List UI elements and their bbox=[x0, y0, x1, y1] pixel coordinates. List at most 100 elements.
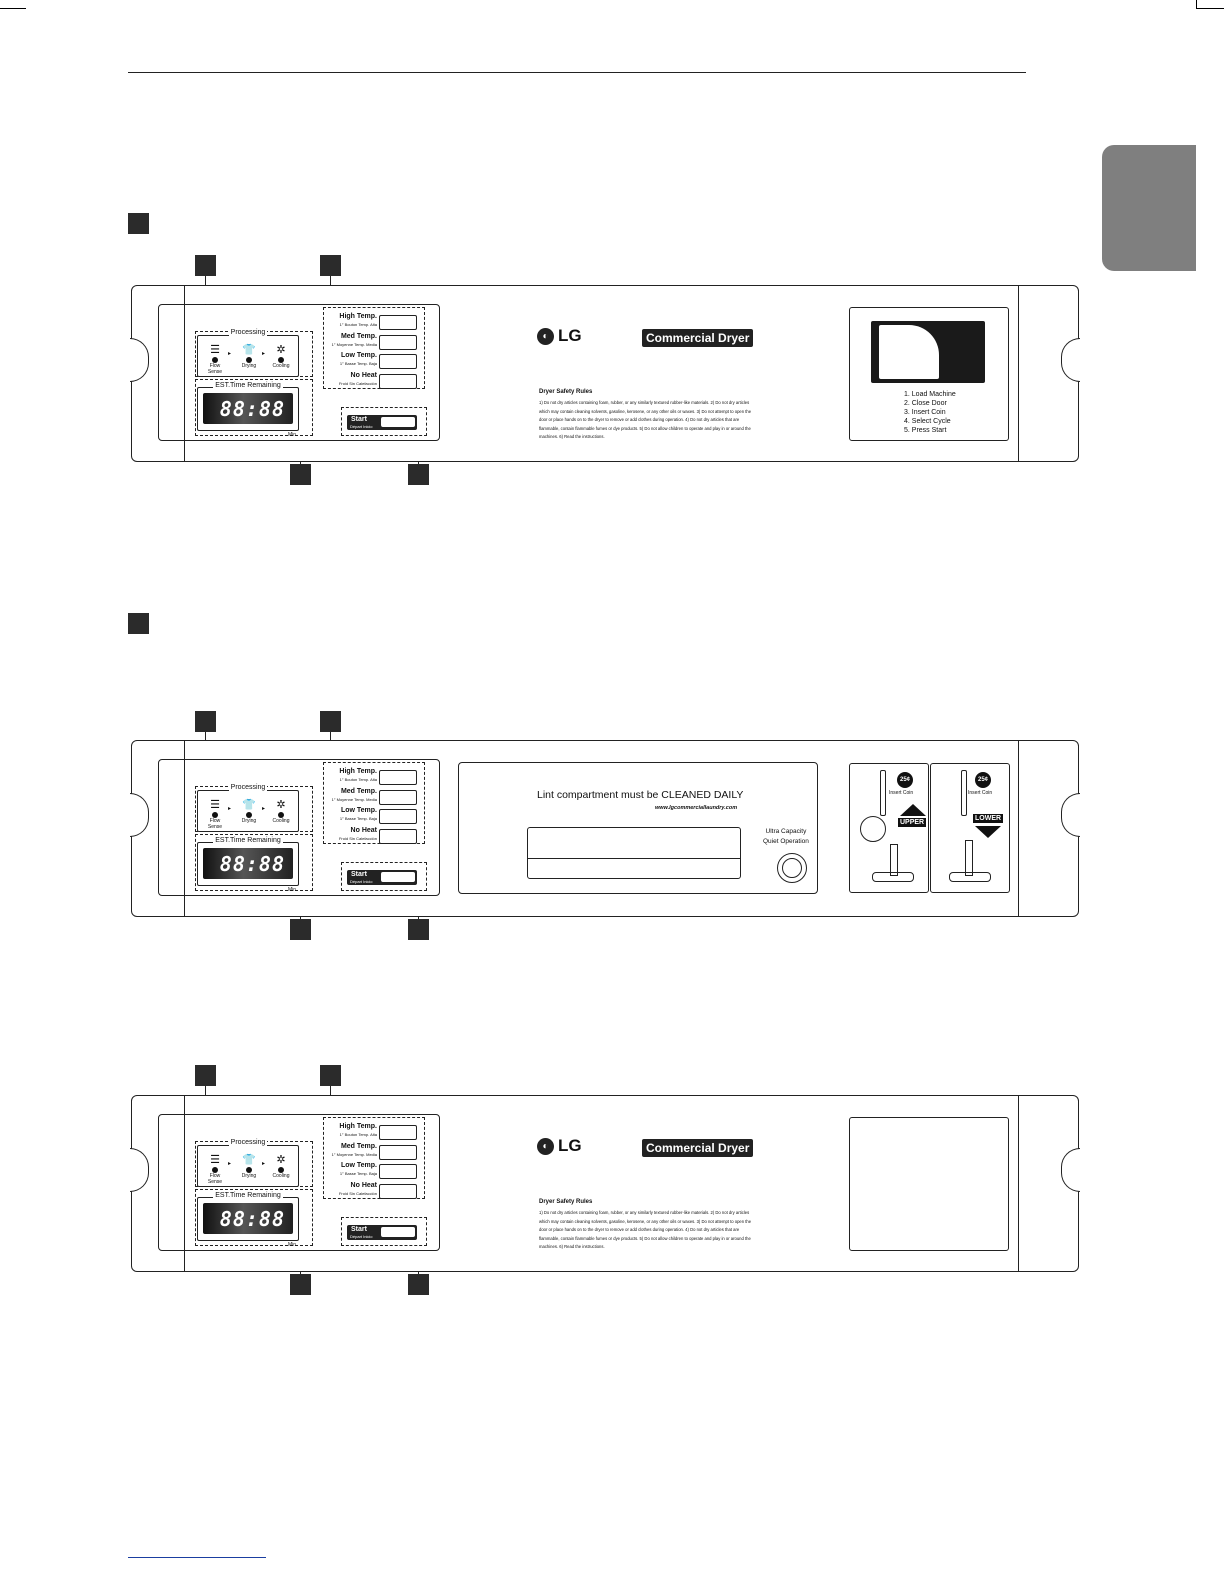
temp-row[interactable]: Med Temp.1° Moyenne Temp. Media bbox=[309, 333, 419, 353]
coin-slot-lower[interactable]: 25¢ Insert Coin LOWER bbox=[930, 763, 1010, 893]
upper-label: UPPER bbox=[898, 818, 927, 827]
instruction-steps: 1. Load Machine 2. Close Door 3. Insert … bbox=[904, 390, 956, 435]
callout-marker bbox=[320, 255, 341, 276]
status-led bbox=[246, 357, 252, 363]
no-heat-button[interactable] bbox=[379, 828, 417, 844]
temp-row[interactable]: Low Temp.1° Basse Temp. Baja bbox=[309, 352, 419, 372]
status-led bbox=[278, 1167, 284, 1173]
status-led bbox=[212, 812, 218, 818]
start-label: Start bbox=[351, 871, 367, 878]
shirt-icon: 👕 bbox=[242, 344, 256, 356]
callout-marker bbox=[195, 1065, 216, 1086]
drying-indicator: 👕Drying bbox=[238, 799, 260, 824]
coin-chute-base bbox=[872, 872, 914, 882]
temp-sublabel: 1° Moyenne Temp. Media bbox=[331, 341, 377, 347]
high-temp-button[interactable] bbox=[379, 315, 417, 330]
callout-marker bbox=[290, 919, 311, 940]
step-item: 3. Insert Coin bbox=[904, 409, 946, 416]
low-temp-button[interactable] bbox=[379, 809, 417, 824]
footer-rule bbox=[128, 1557, 266, 1558]
temp-row[interactable]: High Temp.1° Bouton Temp. Alta bbox=[309, 313, 419, 333]
callout-marker bbox=[408, 919, 429, 940]
lint-warning: Lint compartment must be CLEANED DAILY bbox=[537, 789, 744, 801]
step-label: Flow Sense bbox=[207, 818, 223, 830]
temp-label: Low Temp. bbox=[340, 1162, 377, 1169]
cooling-icon: ✲ bbox=[276, 344, 286, 356]
start-window bbox=[381, 872, 415, 882]
panel-divider bbox=[184, 1096, 185, 1271]
section-tab bbox=[1102, 145, 1196, 271]
step-label: Cooling bbox=[272, 818, 290, 824]
temp-row[interactable]: High Temp.1° Bouton Temp. Alta bbox=[309, 768, 419, 788]
commercial-dryer-badge: Commercial Dryer bbox=[642, 329, 754, 347]
knob[interactable] bbox=[777, 853, 807, 883]
flow-sense-icon: ☰ bbox=[210, 799, 220, 811]
med-temp-button[interactable] bbox=[379, 1144, 417, 1160]
no-heat-button[interactable] bbox=[379, 1183, 417, 1199]
status-led bbox=[212, 357, 218, 363]
panel-divider bbox=[184, 286, 185, 461]
hand-icon bbox=[879, 325, 939, 379]
start-dashed-box bbox=[341, 407, 427, 436]
temp-sublabel: 1° Basse Temp. Baja bbox=[339, 361, 377, 366]
time-remaining-display: EST.Time Remaining 88:88 Min bbox=[197, 837, 299, 893]
instruction-photo bbox=[871, 321, 985, 383]
low-temp-button[interactable] bbox=[379, 354, 417, 369]
temp-row[interactable]: Med Temp.1° Moyenne Temp. Media bbox=[309, 788, 419, 808]
med-temp-button[interactable] bbox=[379, 334, 417, 350]
start-sublabel: Départ Inicio bbox=[350, 879, 373, 884]
temp-dashed-box bbox=[323, 307, 425, 389]
flow-sense-icon: ☰ bbox=[210, 344, 220, 356]
temp-sublabel: 1° Bouton Temp. Alta bbox=[339, 777, 377, 782]
med-temp-button[interactable] bbox=[379, 789, 417, 805]
temp-sublabel: 1° Bouton Temp. Alta bbox=[339, 322, 377, 327]
coin-slot-upper[interactable]: 25¢ Insert Coin UPPER bbox=[849, 763, 929, 893]
mount-notch bbox=[1061, 1148, 1080, 1192]
temp-label: High Temp. bbox=[339, 1123, 377, 1130]
mount-notch bbox=[130, 793, 149, 837]
temperature-buttons: High Temp.1° Bouton Temp. Alta Med Temp.… bbox=[309, 768, 419, 846]
time-dashed-box bbox=[195, 834, 313, 891]
step-item: 5. Press Start bbox=[904, 427, 947, 434]
mount-notch bbox=[1061, 793, 1080, 837]
high-temp-button[interactable] bbox=[379, 770, 417, 785]
lint-panel: Lint compartment must be CLEANED DAILY w… bbox=[458, 762, 818, 894]
callout-marker bbox=[195, 255, 216, 276]
section-marker bbox=[128, 213, 149, 234]
control-panel-blank-card: Processing ☰Flow Sense ▸ 👕Drying ▸ ✲Cool… bbox=[130, 1095, 1080, 1272]
step-item: 4. Select Cycle bbox=[904, 418, 951, 425]
high-temp-button[interactable] bbox=[379, 1125, 417, 1140]
drying-indicator: 👕Drying bbox=[238, 344, 260, 369]
temperature-buttons: High Temp.1° Bouton Temp. Alta Med Temp.… bbox=[309, 1123, 419, 1201]
low-temp-button[interactable] bbox=[379, 1164, 417, 1179]
arrow-icon: ▸ bbox=[262, 351, 266, 357]
callout-marker bbox=[195, 711, 216, 732]
status-led bbox=[246, 812, 252, 818]
crop-mark bbox=[0, 8, 26, 9]
capacity-line: Ultra Capacity bbox=[765, 828, 807, 835]
no-heat-button[interactable] bbox=[379, 373, 417, 389]
start-window bbox=[381, 417, 415, 427]
temp-sublabel: Froid Sin Calefacción bbox=[338, 380, 377, 386]
panel-divider bbox=[1018, 286, 1019, 461]
step-label: Flow Sense bbox=[207, 1173, 223, 1185]
temp-row[interactable]: Med Temp.1° Moyenne Temp. Media bbox=[309, 1143, 419, 1163]
temp-row[interactable]: Low Temp.1° Basse Temp. Baja bbox=[309, 1162, 419, 1182]
temp-row[interactable]: High Temp.1° Bouton Temp. Alta bbox=[309, 1123, 419, 1143]
control-panel-coin-instructions: Processing ☰Flow Sense ▸ 👕Drying ▸ ✲Cool… bbox=[130, 285, 1080, 462]
temp-row[interactable]: Low Temp.1° Basse Temp. Baja bbox=[309, 807, 419, 827]
start-sublabel: Départ Inicio bbox=[350, 424, 373, 429]
rules-title: Dryer Safety Rules bbox=[539, 1199, 593, 1205]
commercial-dryer-badge: Commercial Dryer bbox=[642, 1139, 754, 1157]
lcd-digits: 88:88 bbox=[219, 1207, 285, 1231]
step-label: Cooling bbox=[272, 1173, 290, 1179]
temp-sublabel: Froid Sin Calefacción bbox=[338, 1190, 377, 1196]
time-remaining-display: EST.Time Remaining 88:88 Min bbox=[197, 1192, 299, 1248]
control-cluster: Processing ☰Flow Sense ▸ 👕Drying ▸ ✲Cool… bbox=[158, 1114, 440, 1251]
